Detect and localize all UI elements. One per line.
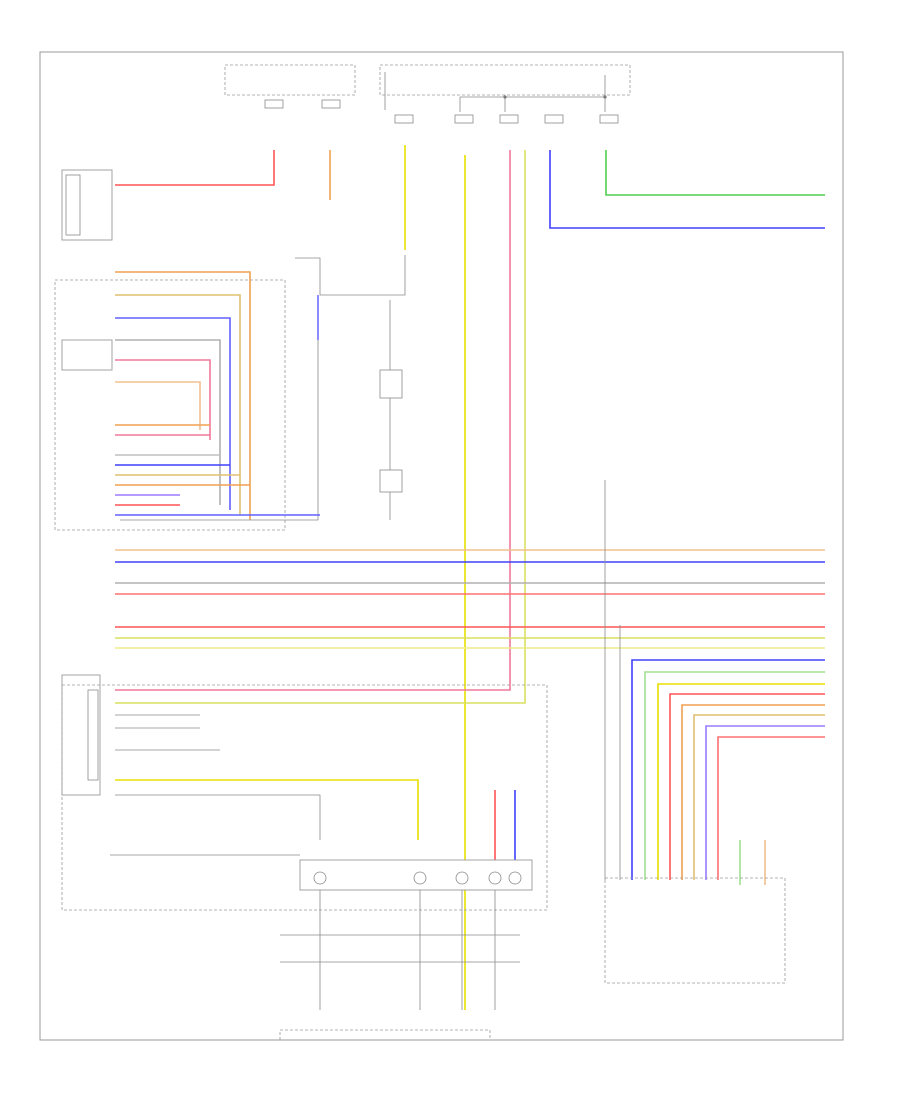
fuse xyxy=(321,99,341,109)
fuse-block-right xyxy=(379,64,631,96)
connector xyxy=(65,174,81,236)
wire-peach-left xyxy=(115,381,201,430)
fuse xyxy=(599,114,619,124)
wire-tan-left xyxy=(115,294,241,515)
fuse-block-left xyxy=(224,64,356,96)
wire-right-red-2 xyxy=(717,736,825,880)
wire-right-green xyxy=(644,671,825,880)
wire-right-blue xyxy=(631,659,825,880)
top-power-section xyxy=(224,64,631,124)
switch-pin xyxy=(508,871,522,885)
wire-yg-long xyxy=(115,150,526,704)
connector xyxy=(87,689,99,781)
wire-blue-top xyxy=(549,150,825,229)
wire-right-orange xyxy=(681,704,825,880)
switch-pin xyxy=(488,871,502,885)
wire-pink-left xyxy=(115,359,211,440)
fuse xyxy=(454,114,474,124)
wires xyxy=(110,145,825,1010)
fuse xyxy=(264,99,284,109)
switch-pin xyxy=(313,871,327,885)
fuse xyxy=(499,114,519,124)
splice xyxy=(603,95,607,99)
wire-right-violet xyxy=(705,725,825,880)
left-switch-module xyxy=(61,339,113,371)
wire-gray-left xyxy=(115,339,221,505)
right-connector-outline xyxy=(604,877,786,984)
switch-module-outline xyxy=(61,684,548,911)
wire-orange-left xyxy=(115,271,251,520)
fuse xyxy=(394,114,414,124)
wire-green-top xyxy=(605,150,825,196)
fuse xyxy=(544,114,564,124)
wire-yellow-low xyxy=(115,779,419,840)
relay xyxy=(379,469,403,493)
switch-link xyxy=(295,255,406,296)
steering-switch-module xyxy=(61,684,548,1041)
diagram-frame xyxy=(39,51,844,1041)
wire-right-yellow xyxy=(657,683,825,880)
left-modules xyxy=(54,169,286,796)
wire-blue-left xyxy=(115,317,231,510)
steering-wheel-switch-outline xyxy=(279,1029,491,1041)
wire-right-tan xyxy=(693,714,825,880)
wire-pink-long xyxy=(115,150,511,691)
switch-pin xyxy=(455,871,469,885)
relay xyxy=(379,369,403,399)
wire-gray-low xyxy=(115,794,321,840)
wire-right-red xyxy=(669,693,825,880)
switch-pin xyxy=(413,871,427,885)
splice xyxy=(503,95,507,99)
wire-red-top xyxy=(115,150,275,186)
wire-gray-center xyxy=(120,340,319,521)
left-harness-area xyxy=(54,279,286,531)
